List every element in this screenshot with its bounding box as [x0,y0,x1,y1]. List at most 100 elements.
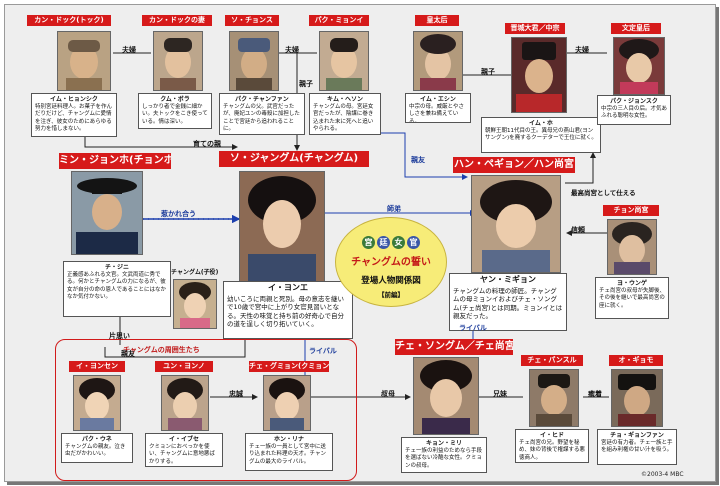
portrait-oh [611,369,663,427]
label-rival-choe: ライバル [459,324,487,332]
desc-jeong: ヨ・ウンゲ チェ尚宮の叔母が失脚後、その後を継いで最高尚宮の座に就く。 [595,277,669,319]
name-tag-kangwife: カン・ドックの妻 [142,15,212,26]
name-tag-jang: ソ・ジャングム(チャングム) [219,151,369,167]
label-rival-jang: ライバル [309,347,337,355]
name-tag-queenmother: 皇太后 [415,15,459,26]
label-parents-so: 親子 [299,80,313,88]
desc-kang: イム・ヒョンシク 特別宮廷料理人。お菓子を作んだりだけど、チャングムに愛情を注ぎ… [31,93,117,137]
label-trust: 信頼 [571,226,585,234]
name-tag-han: ハン・ペギョン／ハン尚宮 [453,157,575,173]
desc-king: イム・ホ 朝鮮王朝11代目の王。異母兄の燕山君(ヨンサングン)を廃するクーデター… [481,117,601,153]
desc-jang: イ・ヨンエ 幼いころに両親と死別。母の意志を継いで10歳で宮中に上がり女官見習い… [223,281,353,339]
label-couple-kang: 夫婦 [122,46,136,54]
label-serves: 最高尚宮として仕える [571,189,636,197]
portrait-han [471,175,561,273]
label-unrequited: 片思い [109,332,130,340]
actor-min: チ・ジニ [104,264,129,271]
desc-choe: キョン・ミリ チェ一族の利益のためなら手段を選ばない冷酷な女性。クミョンの叔母。 [401,437,487,473]
desc-pansul: イ・ヒド チェ尚宮の兄。野望を秘め、妹の背後で権謀する悪徳商人。 [515,429,589,463]
desc-yun: イ・イブセ クミョンにおべっかを使い、チャングムに意地悪ばかりする。 [145,433,223,467]
desc-queen: パク・ジョンスク 中宗の三人目の后。才気あふれる聡明な女性。 [597,95,671,125]
portrait-king [511,37,567,113]
label-collusion: 癒着 [588,390,602,398]
label-friend: 親友 [411,156,425,164]
title-emblem: 宮 廷 女 官 チャングムの誓い 登場人物関係図 【前編】 [335,217,447,307]
actor-oh: チョ・ギョンファン [610,432,664,439]
seal-4: 官 [407,236,420,249]
portrait-kumyong [263,375,311,431]
desc-pak: キム・ヘソン チャングムの母。宮廷女官だったが、陰謀に巻き込まれた末に死へと追い… [309,93,381,135]
actor-king: イム・ホ [529,120,553,127]
portrait-jeong [607,219,657,275]
seal-3: 女 [392,236,405,249]
portrait-pansul [529,369,579,427]
portrait-yun [161,375,209,431]
seal-2: 廷 [377,236,390,249]
name-tag-yeonsaeng: イ・ヨンセン [69,361,125,372]
copyright: ©2003-4 MBC [641,471,684,478]
diagram-subtitle: 登場人物関係図 [361,276,421,286]
name-tag-queen: 文定皇后 [611,23,661,34]
desc-kumyong: ホン・リナ チェ一族の一員として宮中に送り込まれた料理の天才。チャングムの最大の… [245,433,333,471]
label-loyal: 忠誠 [229,390,243,398]
portrait-choe [413,357,479,435]
name-tag-yun: ユン・ヨンノ [155,361,213,372]
portrait-jang [239,171,325,283]
portrait-child [173,279,217,329]
desc-sochon: パク・チャンファン チャングムの父。武官だったが、廃妃ユンの毒殺に加担したことで… [219,93,305,135]
name-tag-king: 晋城大君／中宗 [505,23,565,34]
actor-pansul: イ・ヒド [539,432,564,439]
actor-jang: イ・ヨンエ [268,283,308,292]
label-aunt: 叔母 [381,390,395,398]
portrait-sochon [229,31,279,91]
name-tag-kumyong: チェ・グミョン(クミョン) [249,361,329,372]
name-tag-choe: チェ・ソングム／チェ尚宮 [395,339,513,355]
label-couple-so: 夫婦 [285,46,299,54]
diagram-title: チャングムの誓い [351,257,431,268]
peer-group-box [55,339,357,481]
actor-jeong: ヨ・ウンゲ [616,280,647,287]
portrait-queen [613,37,665,95]
name-tag-jeong: チョン尚宮 [603,205,659,216]
name-tag-oh: オ・ギョモ [609,355,663,366]
label-sibling: 兄妹 [493,390,507,398]
portrait-yeonsaeng [73,375,121,431]
name-tag-pak: パク・ミョンイ [309,15,369,26]
label-raised: 育ての親 [193,140,221,148]
relationship-chart: カン・ドック(トック) イム・ヒョンシク 特別宮廷料理人。お菓子を作んだりだけど… [4,4,716,482]
label-couple-king: 夫婦 [575,46,589,54]
actor-kumyong: ホン・リナ [273,436,304,443]
diagram-edition: 【前編】 [378,291,404,299]
desc-queenmother: イム・エシン 中宗の母。威厳とやさしさを兼ね備えている。 [405,93,471,123]
label-mutual: 惹かれ合う [161,210,196,218]
portrait-pak [319,31,369,91]
label-parents-king: 親子 [481,68,495,76]
actor-yun: イ・イブセ [168,436,199,443]
actor-sochon: パク・チャンファン [235,96,289,103]
actor-queenmother: イム・エシン [420,96,456,103]
name-tag-pansul: チェ・パンスル [521,355,583,366]
portrait-kang [57,31,111,91]
actor-kang: イム・ヒョンシク [50,96,98,103]
label-friend-yeonsaeng: 親友 [121,350,135,358]
label-teacher: 師弟 [387,205,401,213]
desc-yeonsaeng: パク・ウネ チャングムの親友。泣き虫だがかわいい。 [61,433,133,463]
peer-group-title: チャングムの周囲生たち [123,346,200,354]
desc-min: チ・ジニ 正義感あふれる文官。文武両道に秀でる。何かとチャングムの力になるが、彼… [63,261,171,317]
name-tag-kang: カン・ドック(トック) [27,15,111,26]
actor-queen: パク・ジョンスク [610,98,658,105]
desc-kangwife: クム・ボラ しっかり者で金銭に細かい。夫トックをこき使っている。情は深い。 [138,93,212,129]
label-child-role: チャングム(子役) [171,269,219,276]
actor-pak: キム・ヘソン [326,96,363,103]
portrait-min [71,171,143,255]
portrait-kangwife [153,31,203,91]
desc-han: ヤン・ミギョン チャングムの料理の師匠。チャングムの母ミョンイおよびチェ・ソング… [449,273,567,331]
portrait-queenmother [413,31,463,91]
actor-yeonsaeng: パク・ウネ [82,436,112,443]
actor-choe: キョン・ミリ [425,440,462,447]
seal-1: 宮 [362,236,375,249]
name-tag-min: ミン・ジョンホ(チョンホ) [59,153,171,169]
actor-han: ヤン・ミギョン [480,275,536,284]
actor-kangwife: クム・ボラ [160,96,190,103]
name-tag-sochon: ソ・チョンス [225,15,279,26]
